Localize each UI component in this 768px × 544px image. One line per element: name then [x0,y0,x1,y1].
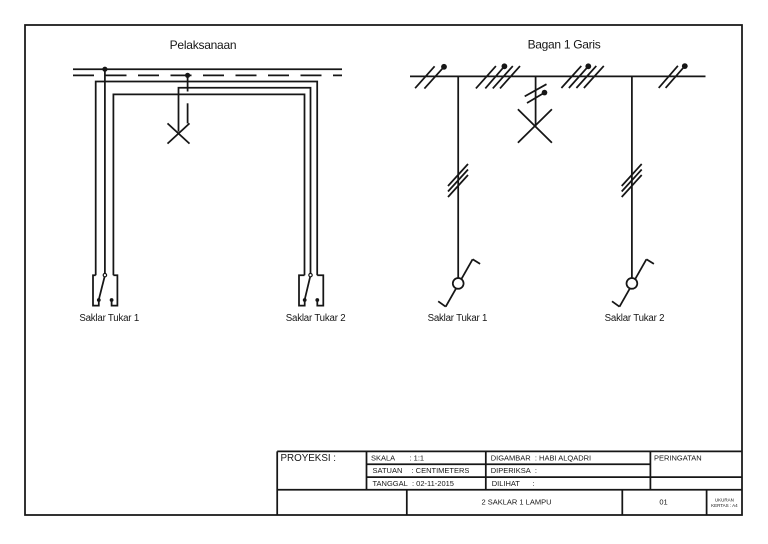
svg-text:SATUAN: SATUAN [373,466,403,475]
svg-text:Pelaksanaan: Pelaksanaan [170,38,237,52]
svg-text:DIPERIKSA :: DIPERIKSA : [491,466,537,475]
svg-text:UKURAN: UKURAN [715,498,734,503]
svg-text:: CENTIMETERS: : CENTIMETERS [412,466,470,475]
svg-text:KERTAS : A4: KERTAS : A4 [711,503,738,508]
svg-text:Saklar Tukar 2: Saklar Tukar 2 [286,313,346,324]
svg-text:PROYEKSI :: PROYEKSI : [281,453,337,464]
svg-text:PERINGATAN: PERINGATAN [654,453,702,462]
svg-text:: 02-11-2015: : 02-11-2015 [412,479,454,488]
svg-text:: 1:1: : 1:1 [410,453,425,462]
svg-text:Saklar Tukar 2: Saklar Tukar 2 [605,313,665,324]
svg-text:Saklar Tukar 1: Saklar Tukar 1 [428,313,488,324]
svg-text:Saklar Tukar 1: Saklar Tukar 1 [79,313,139,324]
svg-text:DILIHAT :: DILIHAT : [492,479,535,488]
svg-text:2 SAKLAR 1 LAMPU: 2 SAKLAR 1 LAMPU [481,498,551,507]
svg-text:TANGGAL: TANGGAL [373,479,408,488]
svg-text:Bagan 1 Garis: Bagan 1 Garis [528,38,601,52]
svg-text:DIGAMBAR : HABI ALQADRI: DIGAMBAR : HABI ALQADRI [491,453,591,462]
svg-text:SKALA: SKALA [371,453,395,462]
svg-text:01: 01 [659,498,667,507]
